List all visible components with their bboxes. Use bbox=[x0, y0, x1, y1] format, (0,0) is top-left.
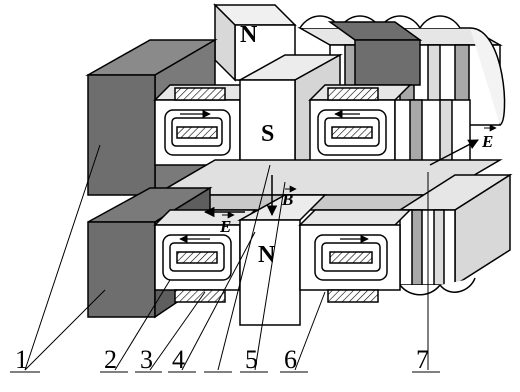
vector-e-right-arrow bbox=[429, 139, 479, 166]
lower-n-magnet-block bbox=[237, 194, 327, 326]
callout-6: 6 bbox=[284, 345, 297, 374]
vector-e-left-label: E bbox=[219, 217, 231, 236]
pole-label-s: S bbox=[261, 121, 274, 147]
upper-right-dark-block bbox=[327, 21, 423, 86]
callout-2: 2 bbox=[104, 345, 117, 374]
pole-label-n-bottom: N bbox=[258, 242, 276, 268]
callout-7: 7 bbox=[416, 345, 429, 374]
pole-label-n-top: N bbox=[240, 22, 258, 48]
callout-1: 1 bbox=[15, 345, 28, 374]
lower-right-coil-assembly bbox=[298, 209, 412, 303]
upper-right-coil-assembly bbox=[308, 84, 471, 166]
upper-left-coil-assembly bbox=[153, 84, 257, 166]
callout-leaders bbox=[10, 144, 440, 373]
lower-left-coil-assembly bbox=[153, 209, 257, 303]
callout-3: 3 bbox=[140, 345, 153, 374]
vector-b-label: B bbox=[281, 190, 293, 209]
lower-right-striped-rod bbox=[397, 173, 513, 296]
callout-4: 4 bbox=[172, 345, 185, 374]
vector-e-right-label: E bbox=[481, 132, 493, 151]
callout-5: 5 bbox=[245, 345, 258, 374]
